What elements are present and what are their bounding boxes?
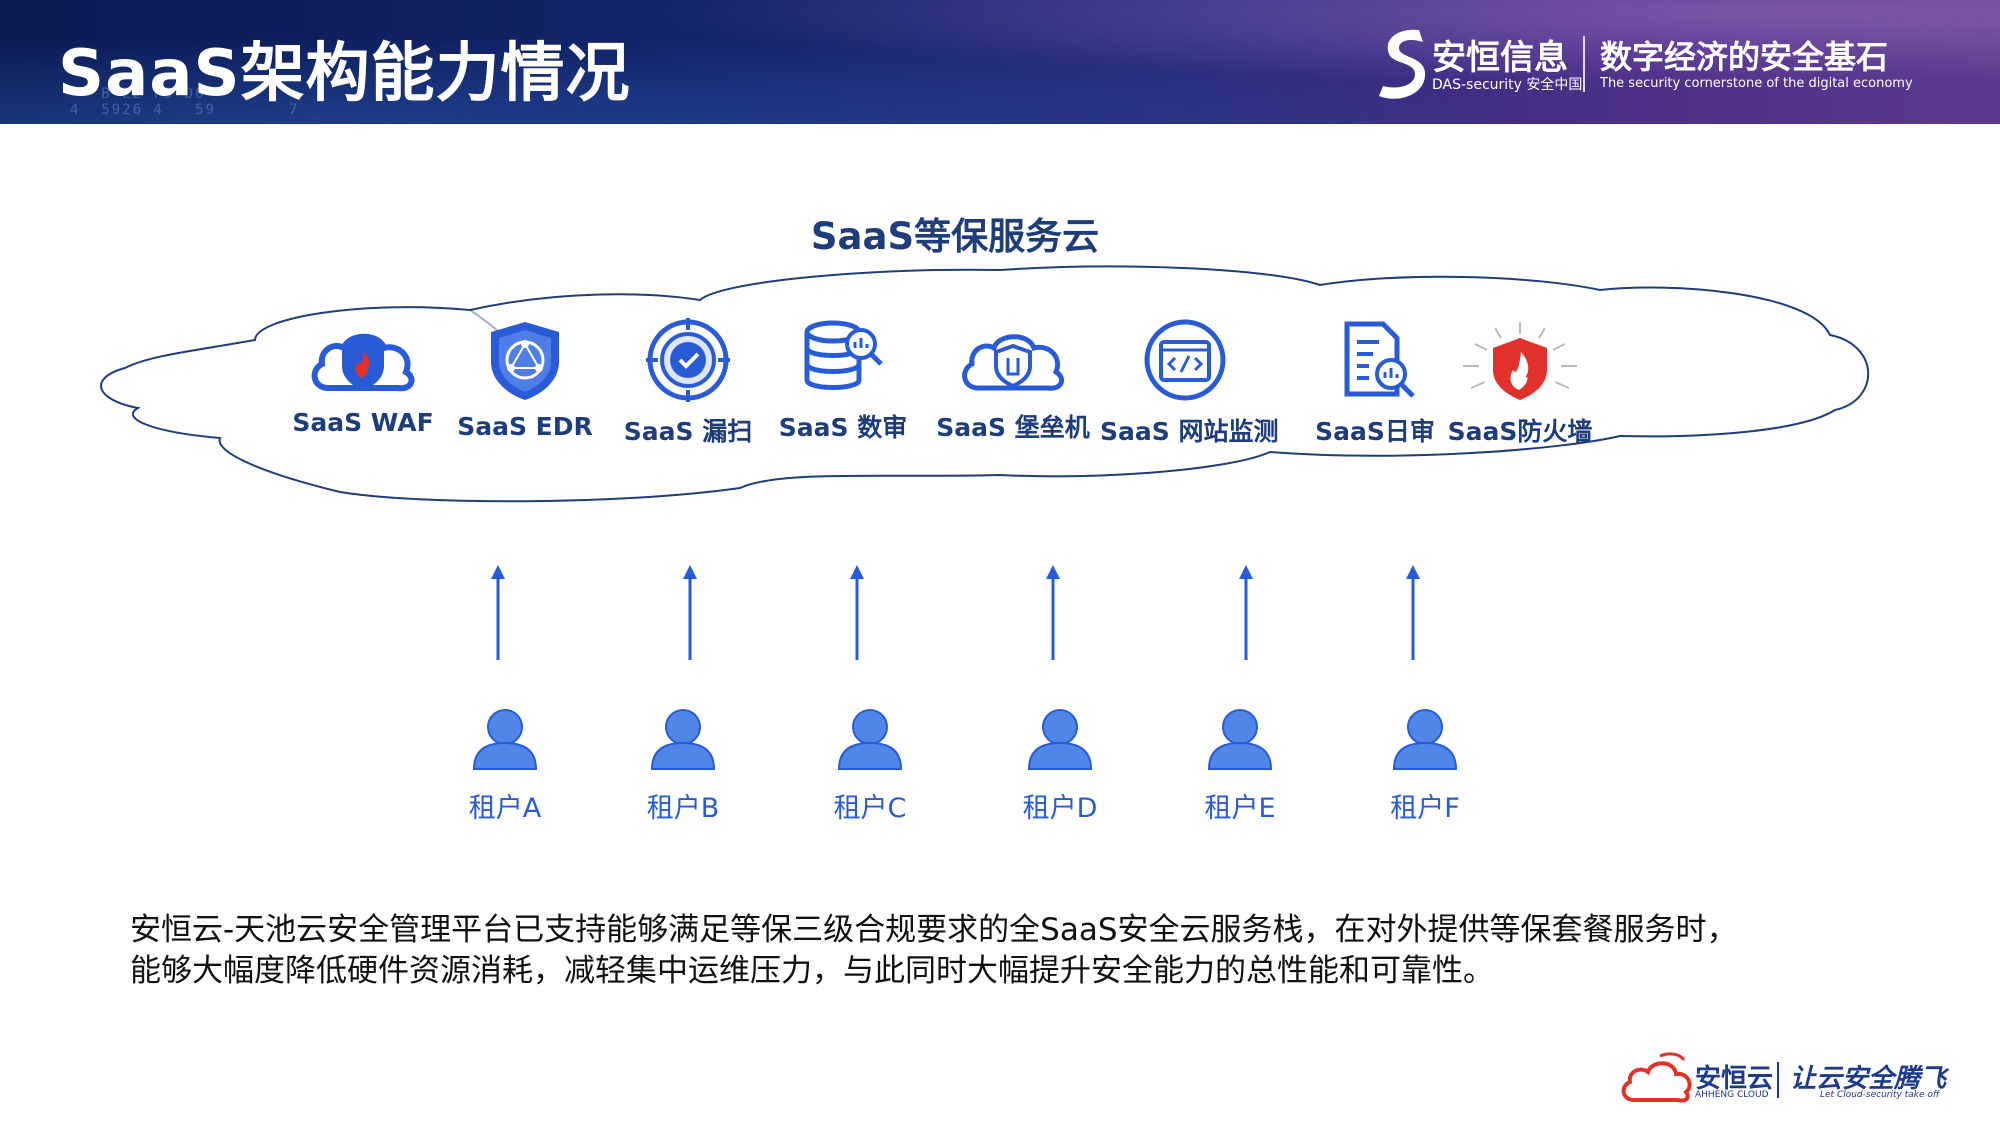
brand-slogan-en: The security cornerstone of the digital … — [1600, 76, 1913, 91]
header-glow — [0, 0, 2000, 124]
tenant-b: 租户B — [608, 705, 758, 825]
web-code-monitor-icon — [1144, 319, 1226, 401]
description: 安恒云-天池云安全管理平台已支持能够满足等保三级合规要求的全SaaS安全云服务栈… — [130, 910, 1930, 992]
brand-subtitle: DAS-security 安全中国 — [1432, 77, 1583, 93]
service-label: SaaS日审 — [1315, 417, 1435, 446]
brand-logo-icon — [1379, 29, 1426, 99]
service-saas-firewall: SaaS防火墙 — [1435, 318, 1605, 448]
scan-target-icon — [646, 318, 730, 402]
tenant-label: 租户E — [1204, 793, 1276, 824]
arrow-up-icon — [1239, 565, 1253, 660]
tenant-label: 租户C — [833, 793, 907, 824]
cloud-outline — [100, 265, 1870, 503]
database-search-icon — [804, 320, 883, 390]
tenant-label: 租户A — [468, 793, 542, 824]
brand-divider — [1583, 36, 1585, 92]
tenant-a: 租户A — [430, 705, 580, 825]
tenant-label: 租户D — [1022, 793, 1098, 824]
user-icon — [1392, 709, 1458, 770]
service-label: SaaS 网站监测 — [1100, 417, 1279, 446]
tenant-label: 租户F — [1390, 793, 1460, 824]
service-label: SaaS 堡垒机 — [936, 413, 1090, 442]
user-icon — [1027, 709, 1093, 770]
user-icon — [650, 709, 716, 770]
footer-divider — [1777, 1062, 1779, 1098]
arrow-up-icon — [683, 565, 697, 660]
description-line-2: 能够大幅度降低硬件资源消耗，减轻集中运维压力，与此同时大幅提升安全能力的总性能和… — [130, 953, 1494, 989]
cloud-shield-flame-icon — [311, 333, 415, 392]
shield-network-icon — [491, 322, 559, 400]
user-icon — [1207, 709, 1273, 770]
service-saas-db-audit: SaaS 数审 — [758, 318, 928, 444]
footer-slogan: 让云安全腾飞 — [1790, 1064, 1947, 1094]
footer-brand-en: AHHENG CLOUD — [1695, 1090, 1769, 1100]
tenant-c: 租户C — [795, 705, 945, 825]
service-saas-log-audit: SaaS日审 — [1290, 318, 1460, 448]
brand-slogan: 数字经济的安全基石 — [1600, 38, 1889, 76]
service-saas-bastion: SaaS 堡垒机 — [928, 318, 1098, 444]
service-label: SaaS 漏扫 — [623, 417, 753, 446]
service-label: SaaS 数审 — [778, 413, 908, 442]
page-title: SaaS架构能力情况 — [58, 37, 631, 111]
user-icon — [472, 709, 538, 770]
tenant-f: 租户F — [1350, 705, 1500, 825]
service-label: SaaS EDR — [457, 412, 593, 441]
user-icon — [837, 709, 903, 770]
log-audit-icon — [1344, 321, 1415, 398]
service-saas-edr: SaaS EDR — [440, 318, 610, 441]
service-saas-waf: SaaS WAF — [278, 318, 448, 437]
footer-brand-name: 安恒云 — [1695, 1064, 1774, 1094]
cloud-logo-icon — [1621, 1052, 1692, 1103]
cloud-title: SaaS等保服务云 — [810, 215, 1100, 258]
service-saas-scan: SaaS 漏扫 — [603, 318, 773, 448]
cloud-shield-icon — [962, 334, 1065, 391]
firewall-flame-icon — [1463, 322, 1577, 400]
tenant-label: 租户B — [646, 793, 720, 824]
brand-name: 安恒信息 — [1432, 38, 1568, 78]
arrow-up-icon — [1406, 565, 1420, 660]
arrow-up-icon — [850, 565, 864, 660]
service-label: SaaS防火墙 — [1447, 417, 1593, 446]
service-label: SaaS WAF — [292, 408, 434, 437]
tenant-e: 租户E — [1165, 705, 1315, 825]
footer-slogan-en: Let Cloud-security take off — [1820, 1090, 1940, 1100]
description-line-1: 安恒云-天池云安全管理平台已支持能够满足等保三级合规要求的全SaaS安全云服务栈… — [130, 912, 1738, 948]
arrow-up-icon — [1046, 565, 1060, 660]
arrow-up-icon — [491, 565, 505, 660]
service-saas-web-monitor: SaaS 网站监测 — [1100, 318, 1279, 448]
tenant-d: 租户D — [985, 705, 1135, 825]
